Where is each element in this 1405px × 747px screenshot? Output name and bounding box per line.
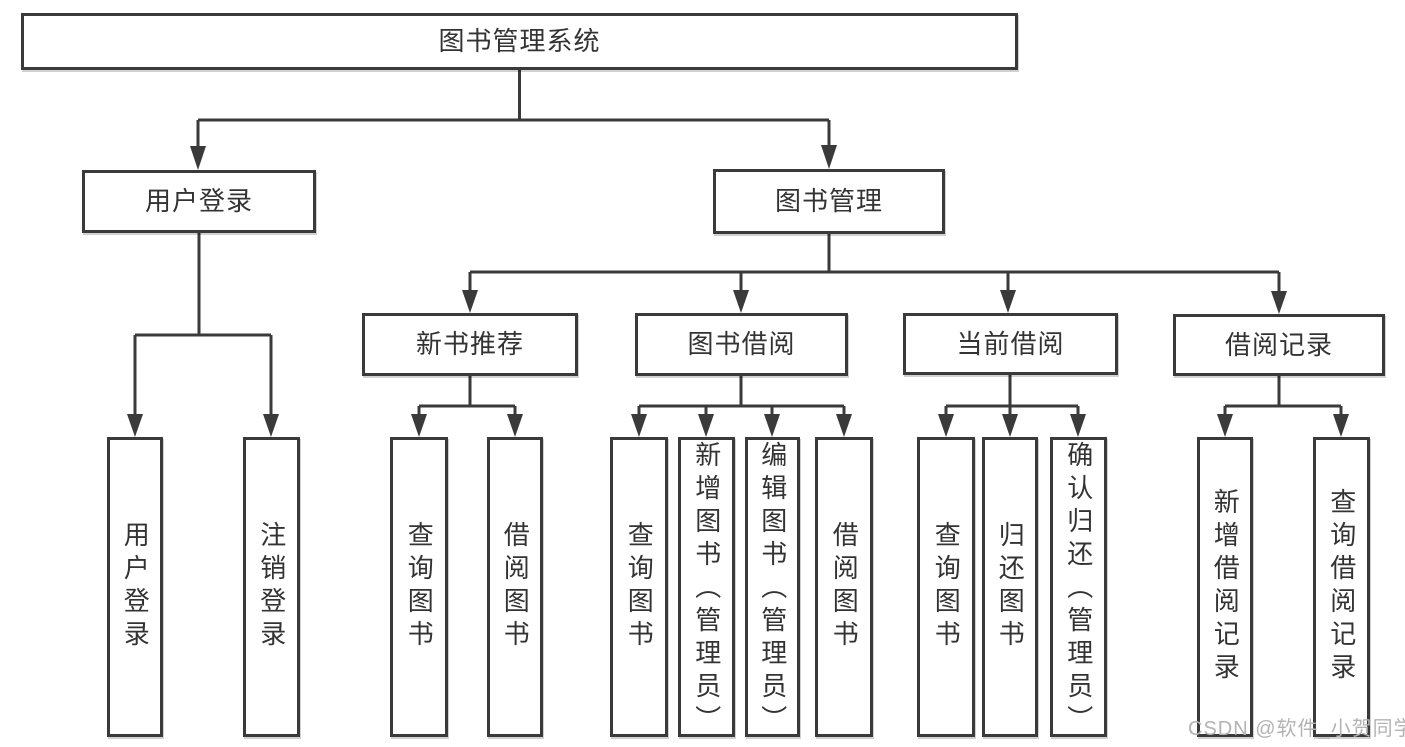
leaf-cb-query-books: 查询图书 <box>917 437 975 737</box>
leaf-br-add-record: 新增借阅记录 <box>1197 437 1253 737</box>
node-label: 借阅图书 <box>500 521 531 653</box>
node-label: 新书推荐 <box>415 329 524 360</box>
leaf-nbr-borrow-books: 借阅图书 <box>487 437 543 737</box>
node-label: 图书管理 <box>774 186 883 217</box>
leaf-user-login: 用户登录 <box>107 437 163 737</box>
leaf-logout: 注销登录 <box>243 437 300 737</box>
node-borrow-records: 借阅记录 <box>1173 314 1385 376</box>
node-label: 用户登录 <box>144 186 253 217</box>
leaf-bb-add-books-admin: 新增图书（管理员） <box>678 437 735 738</box>
leaf-nbr-query-books: 查询图书 <box>390 437 448 737</box>
leaf-bb-borrow-books: 借阅图书 <box>815 437 873 737</box>
node-label: 编辑图书（管理员） <box>757 441 788 738</box>
leaf-bb-edit-books-admin: 编辑图书（管理员） <box>745 437 800 738</box>
node-user-login: 用户登录 <box>82 170 316 233</box>
node-label: 图书借阅 <box>687 329 796 360</box>
node-label: 新增图书（管理员） <box>691 441 722 738</box>
node-label: 借阅记录 <box>1224 329 1333 360</box>
watermark: CSDN @软件_小贺同学 <box>1188 718 1405 740</box>
leaf-cb-return-books: 归还图书 <box>982 437 1038 737</box>
node-label: 查询借阅记录 <box>1326 488 1357 686</box>
node-book-management: 图书管理 <box>713 169 945 234</box>
node-current-borrow: 当前借阅 <box>903 313 1118 375</box>
node-new-book-recommend: 新书推荐 <box>362 313 578 376</box>
node-label: 查询图书 <box>404 521 435 653</box>
node-label: 确认归还（管理员） <box>1063 441 1094 738</box>
leaf-br-query-record: 查询借阅记录 <box>1313 437 1370 737</box>
node-label: 用户登录 <box>120 521 151 653</box>
node-label: 归还图书 <box>995 521 1026 653</box>
node-book-borrow: 图书借阅 <box>635 313 848 376</box>
node-root: 图书管理系统 <box>21 13 1018 70</box>
node-label: 查询图书 <box>931 521 962 653</box>
leaf-cb-confirm-return-admin: 确认归还（管理员） <box>1050 437 1107 738</box>
leaf-bb-query-books: 查询图书 <box>610 437 668 737</box>
node-label: 图书管理系统 <box>438 26 601 57</box>
node-label: 查询图书 <box>624 521 655 653</box>
node-label: 新增借阅记录 <box>1210 488 1241 686</box>
node-label: 当前借阅 <box>956 328 1065 359</box>
node-label: 借阅图书 <box>829 521 860 653</box>
node-label: 注销登录 <box>256 521 287 653</box>
